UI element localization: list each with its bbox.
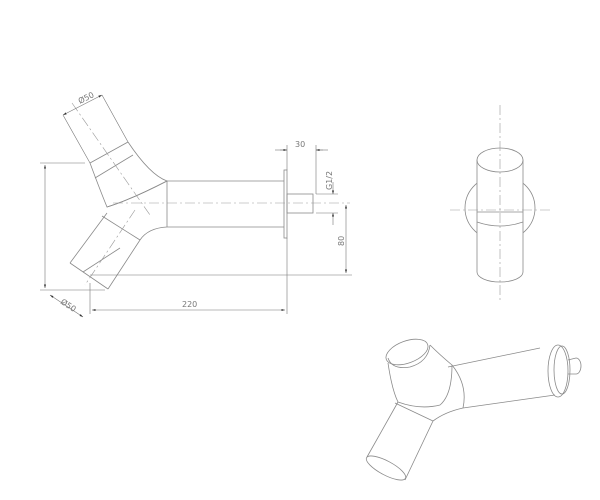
front-view xyxy=(450,105,550,300)
isometric-view xyxy=(365,338,582,481)
length-label: 220 xyxy=(182,300,197,309)
lower-diameter-label: Ø50 xyxy=(59,296,78,314)
offset-label: 80 xyxy=(337,236,346,246)
nipple-length-label: 30 xyxy=(295,140,305,149)
thread-label: G1/2 xyxy=(325,171,334,190)
side-view: Ø50 Ø50 30 G1/2 80 220 xyxy=(40,89,352,318)
